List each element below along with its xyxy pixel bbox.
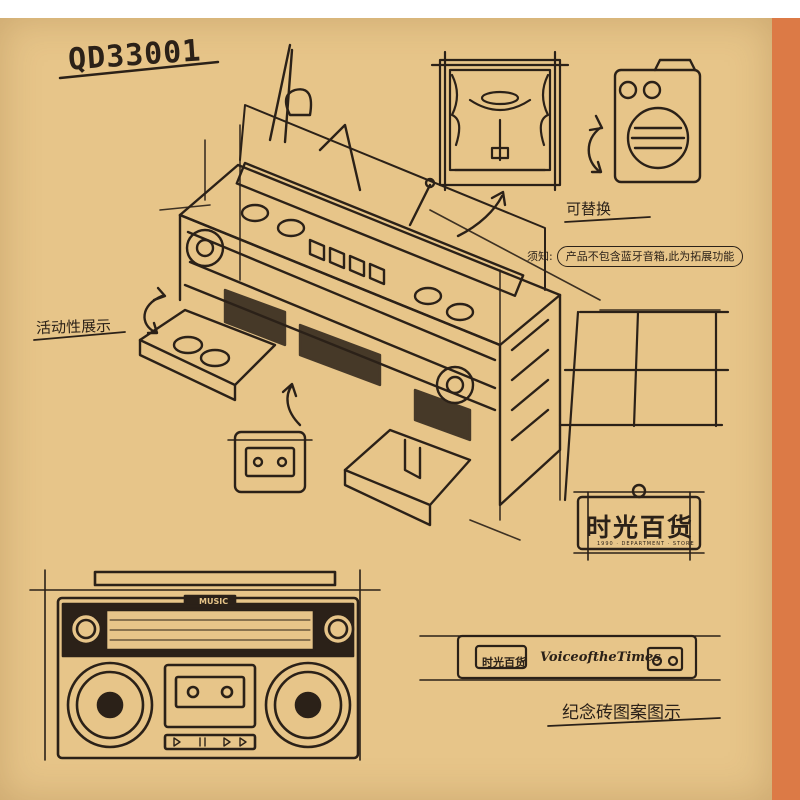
note-label: 须知:产品不包含蓝牙音箱,此为拓展功能: [527, 246, 744, 267]
model-code-underline: [58, 60, 220, 80]
note-body: 产品不包含蓝牙音箱,此为拓展功能: [556, 246, 744, 267]
boombox-sketch: [29, 569, 381, 761]
tile-chinese-text: 时光百货: [482, 656, 526, 669]
replaceable-label: 可替换: [566, 200, 612, 218]
cassette-inset: [227, 430, 313, 494]
commemorative-brick-label: 纪念砖图案图示: [562, 703, 681, 723]
speaker-inset: [613, 58, 702, 184]
tile-script-text: VoiceoftheTimes: [540, 650, 661, 665]
store-sign-subtitle: 1990 · DEPARTMENT · STORE: [597, 541, 695, 547]
arrow-to-stage: [456, 194, 504, 238]
window-grid: [558, 310, 730, 502]
arrow-cassette: [286, 383, 302, 427]
main-model-sketch: [138, 43, 562, 527]
tile-inset: [419, 634, 721, 681]
note-prefix: 须知:: [527, 250, 553, 263]
boombox-music-label: MUSIC: [199, 597, 229, 606]
stage-inset: [430, 50, 570, 192]
orange-edge: [772, 18, 800, 800]
store-sign-text: 时光百货: [586, 513, 695, 542]
movable-display-label: 活动性展示: [35, 316, 112, 338]
sign-inset: [573, 483, 705, 561]
arrow-swap: [587, 126, 602, 174]
